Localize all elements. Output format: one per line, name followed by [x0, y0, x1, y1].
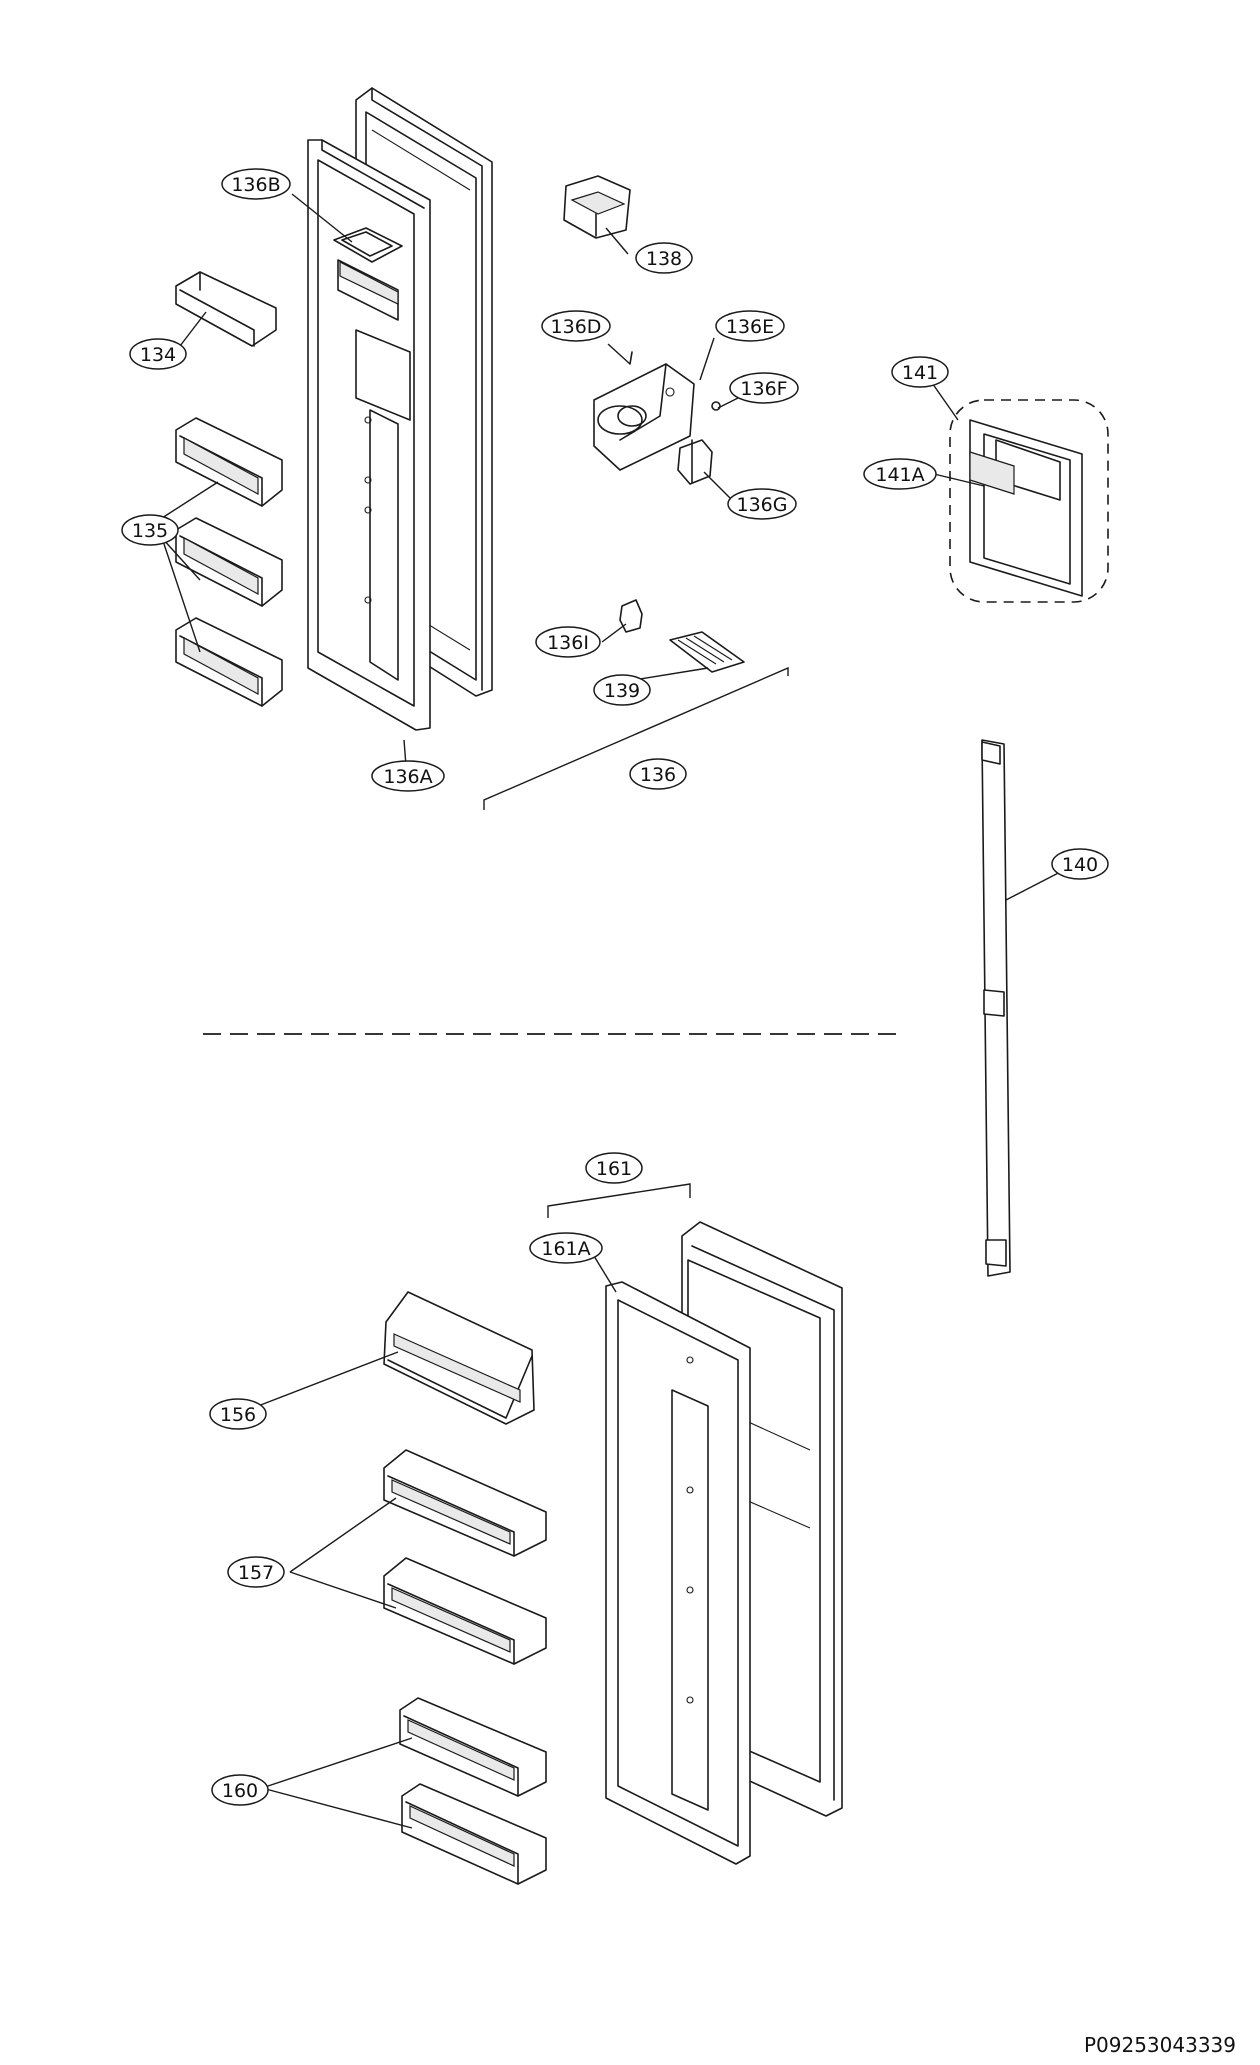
callout-136E: 136E	[715, 310, 785, 342]
svg-text:157: 157	[238, 1562, 274, 1584]
door-bin-160-upper	[399, 1697, 547, 1797]
leader-lines	[161, 193, 1069, 1829]
door-bin-160-lower	[401, 1783, 547, 1885]
door-bin-156	[383, 1291, 535, 1425]
svg-text:136B: 136B	[231, 174, 280, 196]
screw-part	[711, 401, 721, 411]
door-bin-freezer-2	[175, 517, 283, 607]
callout-136: 136	[629, 758, 687, 790]
callout-161A: 161A	[529, 1232, 603, 1264]
svg-text:141: 141	[902, 362, 938, 384]
drip-tray-part	[669, 631, 745, 673]
ice-chute-part	[563, 175, 631, 239]
door-bin-157-lower	[383, 1557, 547, 1665]
callout-136I: 136I	[535, 626, 601, 658]
door-bin-freezer-3	[175, 617, 283, 707]
svg-text:160: 160	[222, 1780, 258, 1802]
svg-text:136F: 136F	[740, 378, 787, 400]
svg-text:138: 138	[646, 248, 682, 270]
refrigerator-door-liner	[605, 1281, 751, 1865]
svg-text:136A: 136A	[383, 766, 432, 788]
callout-157: 157	[227, 1556, 285, 1588]
dispenser-cover-part	[333, 227, 403, 263]
callout-140: 140	[1051, 848, 1109, 880]
callout-135: 135	[121, 514, 179, 546]
reference-code: P09253043339	[1084, 2033, 1236, 2057]
clip-part	[619, 599, 643, 633]
svg-text:140: 140	[1062, 854, 1098, 876]
callout-138: 138	[635, 242, 693, 274]
callout-136D: 136D	[541, 310, 611, 342]
callout-160: 160	[211, 1774, 269, 1806]
group-bracket-136	[483, 666, 789, 810]
callout-136G: 136G	[727, 488, 797, 520]
svg-text:161A: 161A	[541, 1238, 590, 1260]
svg-text:134: 134	[140, 344, 176, 366]
dispenser-switch-assembly	[593, 351, 695, 471]
callout-141A: 141A	[863, 458, 937, 490]
svg-text:136I: 136I	[547, 632, 589, 654]
svg-text:136G: 136G	[737, 494, 788, 516]
svg-text:139: 139	[604, 680, 640, 702]
callout-141: 141	[891, 356, 949, 388]
callout-136B: 136B	[221, 168, 291, 200]
group-bracket-161	[547, 1183, 691, 1218]
door-bin-top-freezer	[175, 271, 277, 347]
callout-136F: 136F	[729, 372, 799, 404]
svg-text:161: 161	[596, 1158, 632, 1180]
freezer-door-liner	[307, 139, 431, 731]
callout-134: 134	[129, 338, 187, 370]
callout-161: 161	[585, 1152, 643, 1184]
door-bin-freezer-1	[175, 417, 283, 507]
svg-text:156: 156	[220, 1404, 256, 1426]
callout-156: 156	[209, 1398, 267, 1430]
rail-part	[981, 739, 1011, 1277]
svg-text:141A: 141A	[875, 464, 924, 486]
svg-text:136: 136	[640, 764, 676, 786]
switch-part	[677, 439, 713, 485]
door-bin-157-upper	[383, 1449, 547, 1557]
callout-136A: 136A	[371, 760, 445, 792]
callout-139: 139	[593, 674, 651, 706]
panel-assembly	[949, 399, 1109, 603]
svg-text:136E: 136E	[726, 316, 774, 338]
svg-text:136D: 136D	[551, 316, 602, 338]
svg-text:135: 135	[132, 520, 168, 542]
